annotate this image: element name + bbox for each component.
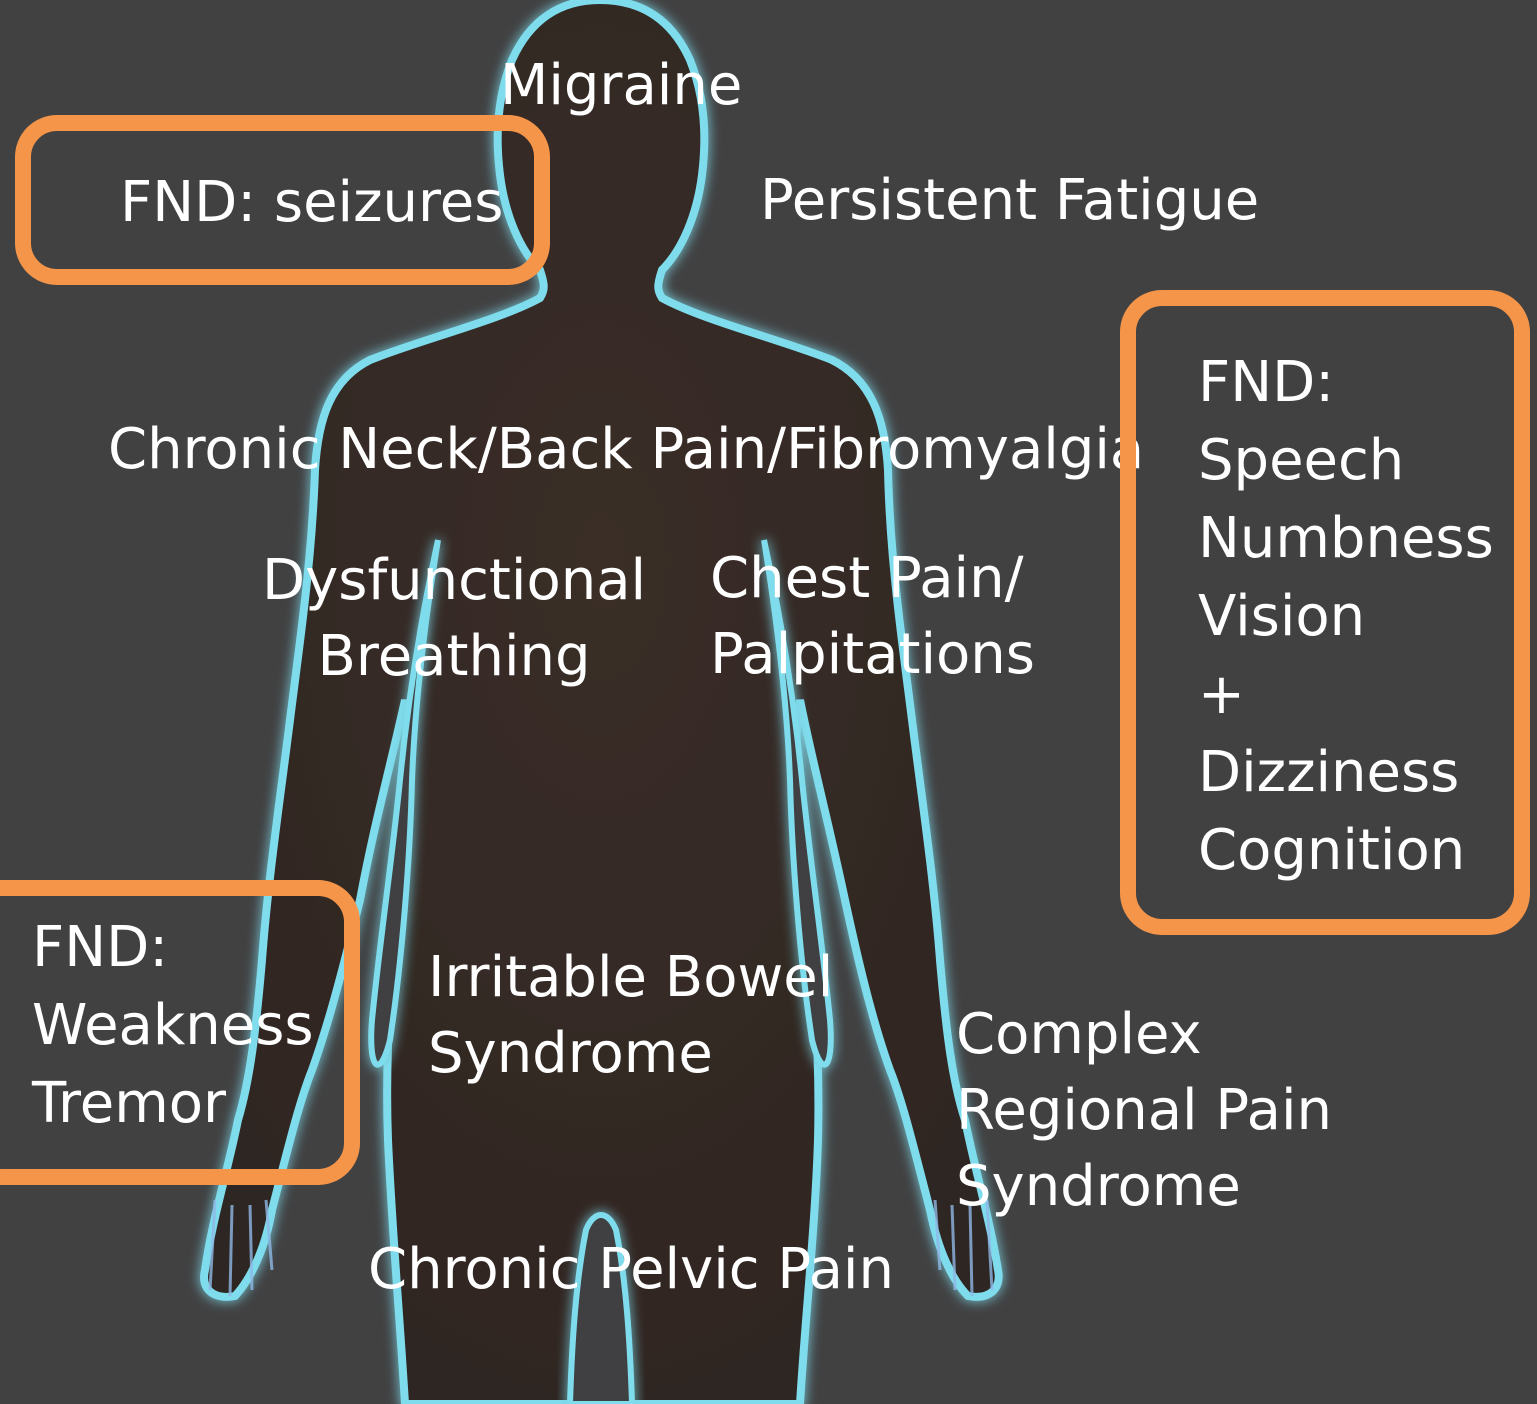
label-line: FND: (32, 920, 314, 976)
label-dysfunctional-breathing: Dysfunctional Breathing (262, 553, 646, 685)
label-line: Vision (1198, 589, 1494, 645)
label-line: FND: (1198, 355, 1494, 411)
label-line: Breathing (318, 629, 591, 685)
label-line: Speech (1198, 433, 1494, 489)
label-line: Irritable Bowel (428, 950, 833, 1006)
label-line: Palpitations (710, 627, 1035, 683)
label-persistent-fatigue: Persistent Fatigue (760, 173, 1259, 229)
label-line: Weakness (32, 998, 314, 1054)
label-fnd-motor: FND: Weakness Tremor (32, 920, 314, 1132)
label-line: + (1198, 667, 1494, 723)
label-line: Cognition (1198, 823, 1494, 879)
label-line: Tremor (32, 1076, 314, 1132)
label-pelvic-pain: Chronic Pelvic Pain (368, 1242, 894, 1298)
label-crps: Complex Regional Pain Syndrome (956, 1007, 1332, 1215)
label-line: Dizziness (1198, 745, 1494, 801)
label-fnd-seizures: FND: seizures (120, 175, 503, 231)
label-line: Syndrome (956, 1159, 1332, 1215)
label-line: Complex (956, 1007, 1332, 1063)
label-line: Regional Pain (956, 1083, 1332, 1139)
label-line: Syndrome (428, 1026, 833, 1082)
label-chest-pain: Chest Pain/ Palpitations (710, 551, 1035, 683)
label-line: Dysfunctional (262, 553, 646, 609)
label-line: Chest Pain/ (710, 551, 1035, 607)
label-migraine: Migraine (500, 58, 742, 114)
label-line: Numbness (1198, 511, 1494, 567)
label-neck-back-pain: Chronic Neck/Back Pain/Fibromyalgia (108, 422, 1144, 478)
label-fnd-sensory: FND: Speech Numbness Vision + Dizziness … (1198, 355, 1494, 879)
label-ibs: Irritable Bowel Syndrome (428, 950, 833, 1082)
